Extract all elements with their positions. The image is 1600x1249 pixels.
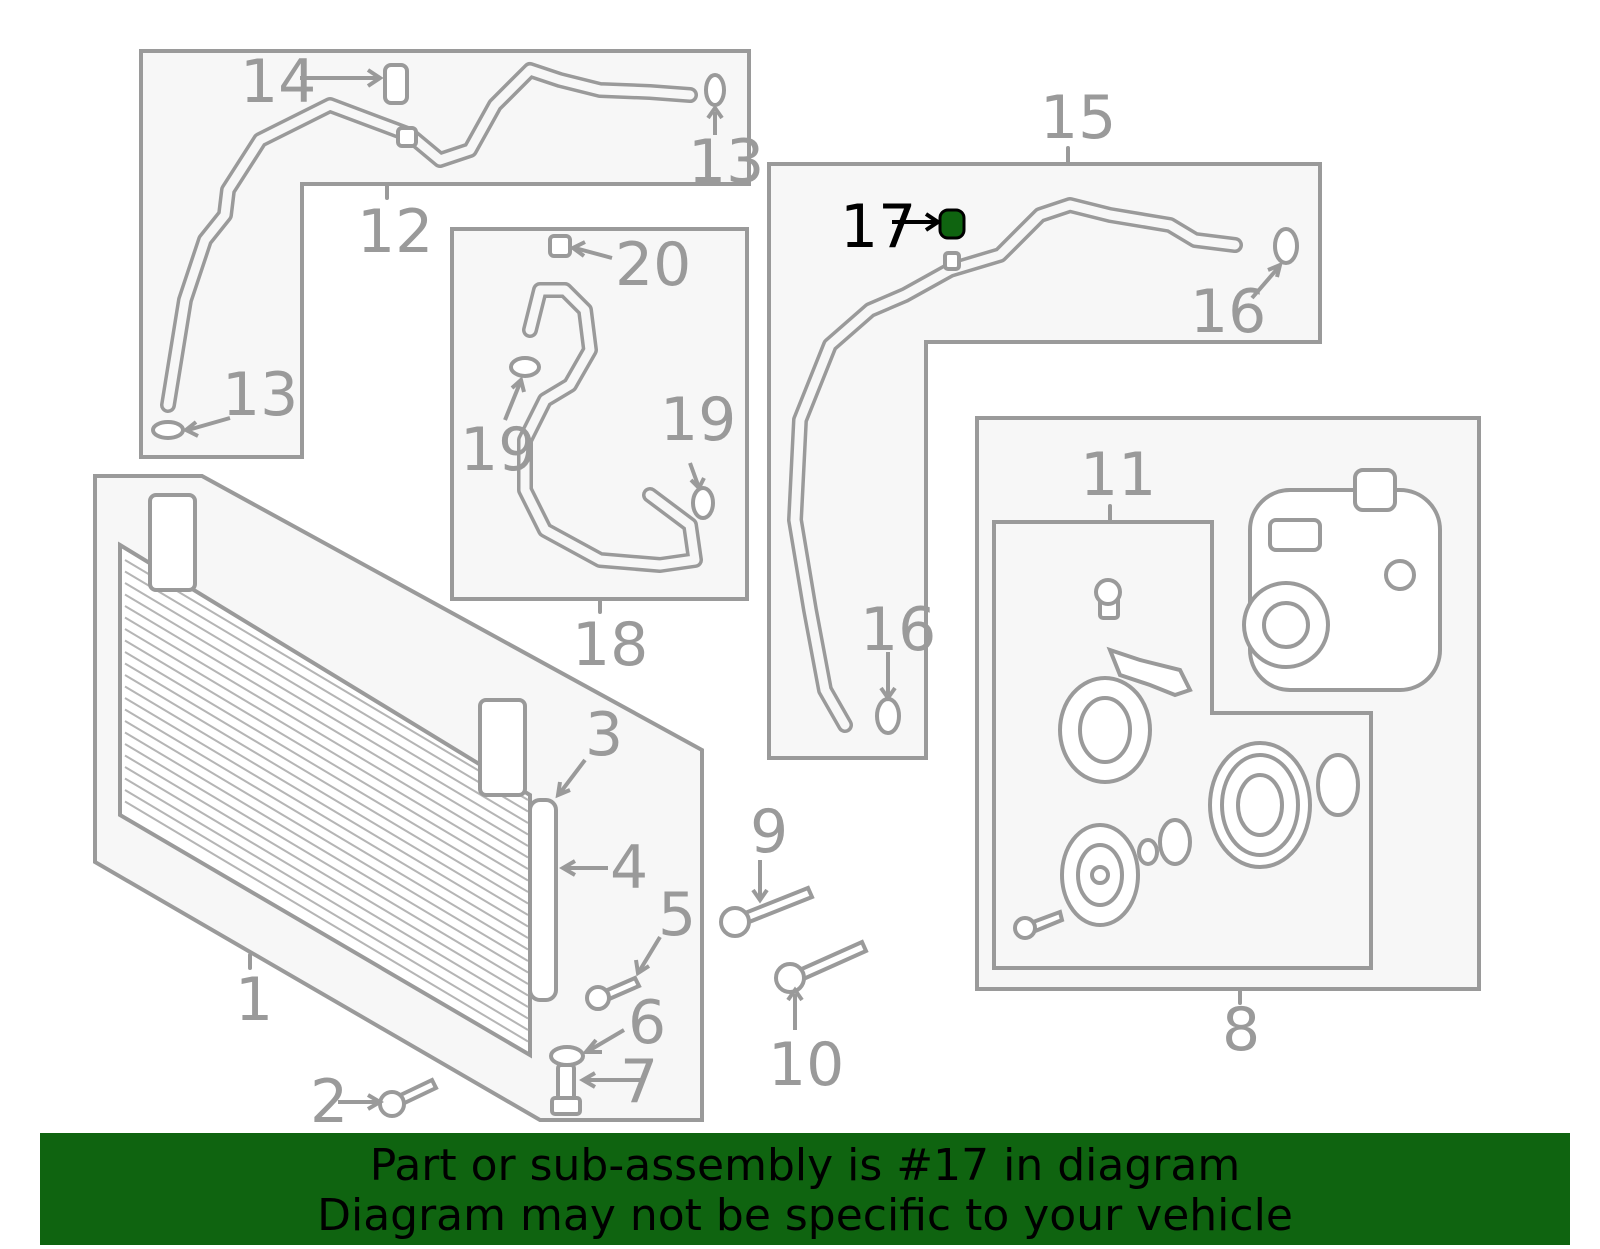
condenser-fin: [124, 708, 529, 951]
callout-13-top: 13: [688, 127, 764, 197]
o-ring-16-bottom: [875, 697, 901, 735]
condenser-fin: [124, 754, 529, 997]
callout-16-bottom: 16: [860, 595, 936, 665]
o-ring-19-right: [691, 486, 715, 520]
callout-20: 20: [615, 230, 691, 300]
callout-16-top: 16: [1190, 277, 1266, 347]
box-12: [139, 49, 751, 459]
info-banner: Part or sub-assembly is #17 in diagram D…: [40, 1133, 1570, 1245]
callout-2: 2: [310, 1067, 348, 1137]
o-ring-13-top: [704, 73, 726, 107]
condenser-fin: [124, 674, 529, 916]
callout-13-bottom: 13: [222, 360, 298, 430]
condenser-fin: [124, 743, 529, 985]
callout-11: 11: [1080, 440, 1156, 510]
box-15: [767, 162, 1322, 760]
condenser-fin: [124, 800, 529, 1043]
condenser-fin: [124, 651, 529, 893]
callout-19-left: 19: [460, 415, 536, 485]
callout-8: 8: [1222, 995, 1260, 1065]
callout-4: 4: [610, 833, 648, 903]
callout-1: 1: [235, 965, 273, 1035]
o-ring-19-left: [509, 356, 541, 378]
condenser-fin: [124, 697, 529, 939]
condenser-fin: [124, 616, 529, 859]
condenser-fin: [124, 570, 529, 813]
clutch-parts: [1013, 578, 1360, 940]
bolt-9: [719, 885, 815, 938]
callout-5: 5: [658, 880, 696, 950]
o-ring-16-top: [1273, 227, 1299, 265]
condenser-fin: [124, 766, 529, 1008]
cap-17-highlight: [938, 208, 966, 240]
callout-6: 6: [628, 988, 666, 1058]
condenser-fin: [124, 639, 529, 882]
callout-7: 7: [620, 1047, 658, 1117]
callout-14: 14: [240, 47, 316, 117]
condenser-fin: [124, 685, 529, 928]
cap-20: [548, 234, 572, 258]
condenser-fin: [124, 789, 529, 1031]
banner-line-2: Diagram may not be specific to your vehi…: [317, 1190, 1293, 1241]
condenser-fin: [124, 662, 529, 905]
bolt-10: [774, 939, 869, 994]
condenser-fin: [124, 731, 529, 974]
callout-17: 17: [840, 192, 916, 262]
banner-line-1: Part or sub-assembly is #17 in diagram: [369, 1140, 1241, 1191]
condenser: [118, 493, 558, 1059]
condenser-fin: [124, 582, 529, 824]
callout-10: 10: [768, 1030, 844, 1100]
o-ring-13-bottom: [151, 420, 185, 440]
bolt-5: [585, 975, 642, 1011]
callout-15: 15: [1040, 83, 1116, 153]
compressor: [1242, 468, 1442, 692]
condenser-fin: [124, 777, 529, 1020]
callout-19-right: 19: [660, 385, 736, 455]
condenser-fin: [124, 605, 529, 847]
plug-7: [550, 1063, 582, 1116]
callout-9: 9: [750, 797, 788, 867]
o-ring-6: [549, 1045, 585, 1067]
condenser-fin: [124, 559, 529, 801]
condenser-fin: [124, 720, 529, 962]
callout-18: 18: [572, 610, 648, 680]
callout-3: 3: [585, 700, 623, 770]
condenser-fin: [124, 628, 529, 870]
condenser-fin: [124, 593, 529, 836]
pressure-switch-14: [383, 63, 409, 105]
callout-12: 12: [357, 197, 433, 267]
bolt-2: [378, 1077, 439, 1118]
